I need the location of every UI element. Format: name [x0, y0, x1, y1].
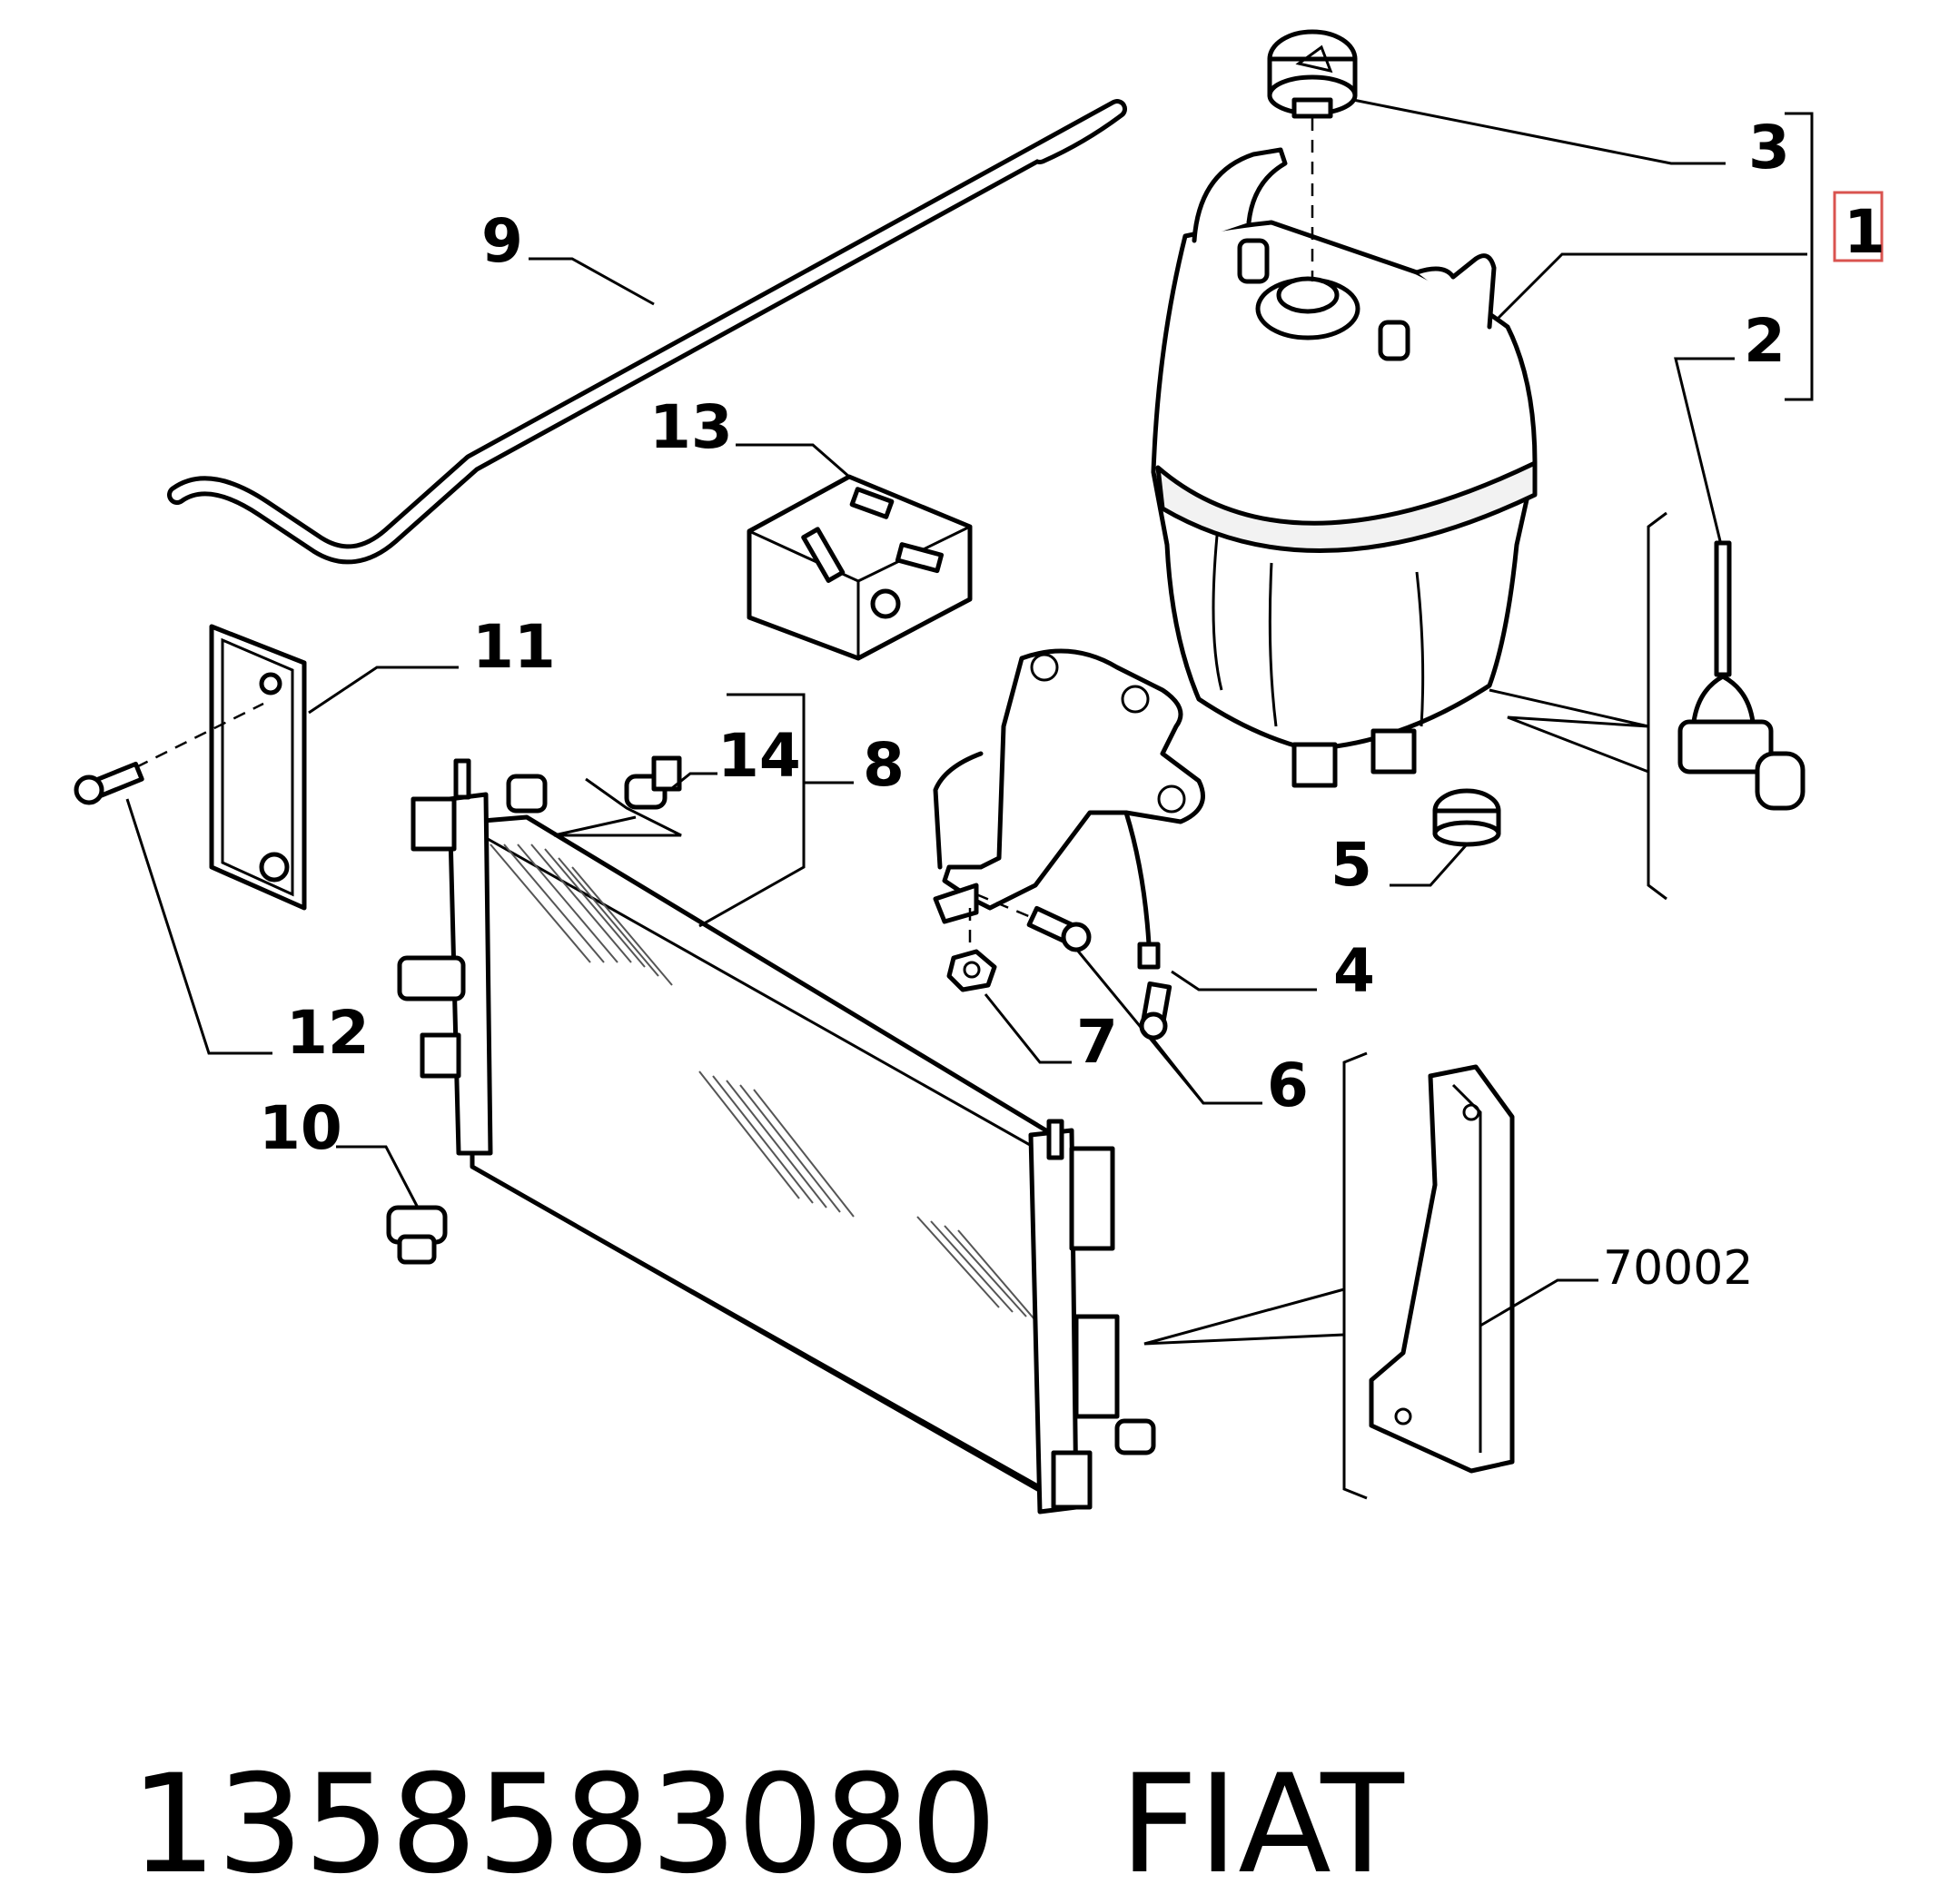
footer: 1358583080 FIAT: [44, 1621, 1404, 1904]
reference-bracket-2: [1647, 511, 1667, 901]
leader-14: [671, 772, 717, 790]
grommet-part-10[interactable]: [386, 1205, 448, 1265]
radiator-fins: [490, 843, 1041, 1327]
bolt-part-12[interactable]: [74, 761, 144, 805]
bolt-part-6b[interactable]: [1139, 981, 1172, 1041]
reference-lines-70002: [1143, 1287, 1345, 1346]
hose-part-9[interactable]: [167, 99, 1127, 565]
leader-10: [336, 1145, 420, 1208]
gasket-plate-part-11[interactable]: [209, 624, 307, 911]
leader-6-b: [1152, 1039, 1205, 1104]
label-70002: 70002: [1603, 1241, 1753, 1296]
label-12: 12: [286, 998, 370, 1068]
leader-9: [529, 257, 655, 306]
leader-8-bracket: [698, 693, 806, 928]
label-11: 11: [472, 612, 556, 682]
leader-5: [1390, 843, 1469, 887]
label-9: 9: [481, 206, 523, 276]
leader-12: [125, 798, 272, 1055]
radiator-part-8[interactable]: [397, 758, 1156, 1514]
leader-2: [1674, 357, 1735, 546]
leader-13: [736, 443, 850, 478]
axis-line-6: [975, 893, 1032, 919]
leader-11: [308, 666, 459, 715]
label-10: 10: [259, 1093, 342, 1163]
nut-part-7[interactable]: [946, 949, 997, 992]
label-7: 7: [1076, 1007, 1118, 1077]
label-3: 3: [1748, 113, 1790, 183]
label-1[interactable]: 1: [1844, 197, 1885, 267]
bolt-part-6a[interactable]: [1026, 905, 1092, 952]
bolt-kit-part-13[interactable]: [747, 474, 973, 661]
label-8: 8: [863, 730, 905, 800]
brand-name: FIAT: [1119, 1746, 1404, 1904]
label-5: 5: [1331, 830, 1372, 900]
leader-70002: [1479, 1278, 1598, 1327]
parts-diagram: 9 13 11 12 10: [74, 29, 1885, 1514]
label-14: 14: [717, 721, 801, 791]
drain-plug-part-14[interactable]: [624, 755, 682, 810]
level-sensor-part-2[interactable]: [1677, 540, 1806, 811]
leader-4: [1171, 970, 1317, 991]
cap-part-3[interactable]: [1267, 29, 1358, 119]
part-number: 1358583080: [130, 1746, 997, 1904]
label-13: 13: [649, 392, 733, 462]
label-2: 2: [1744, 306, 1786, 376]
highlight-box-1: [1833, 191, 1884, 262]
label-4: 4: [1333, 936, 1375, 1006]
expansion-tank-part-1[interactable]: [1151, 147, 1538, 788]
reference-bracket-70002: [1342, 1051, 1368, 1500]
leader-3: [1352, 98, 1726, 165]
leader-14-ref: [553, 777, 682, 837]
leader-1: [1497, 252, 1807, 320]
reference-lines-2: [1489, 688, 1649, 774]
plug-part-5[interactable]: [1432, 788, 1501, 847]
axis-line-12: [135, 702, 264, 769]
bracket-part-4[interactable]: [933, 648, 1205, 970]
label-6: 6: [1267, 1051, 1309, 1120]
leader-7: [984, 993, 1072, 1064]
shroud-bracket-70002[interactable]: [1369, 1064, 1515, 1474]
kit-bracket-1-3: [1785, 112, 1814, 401]
